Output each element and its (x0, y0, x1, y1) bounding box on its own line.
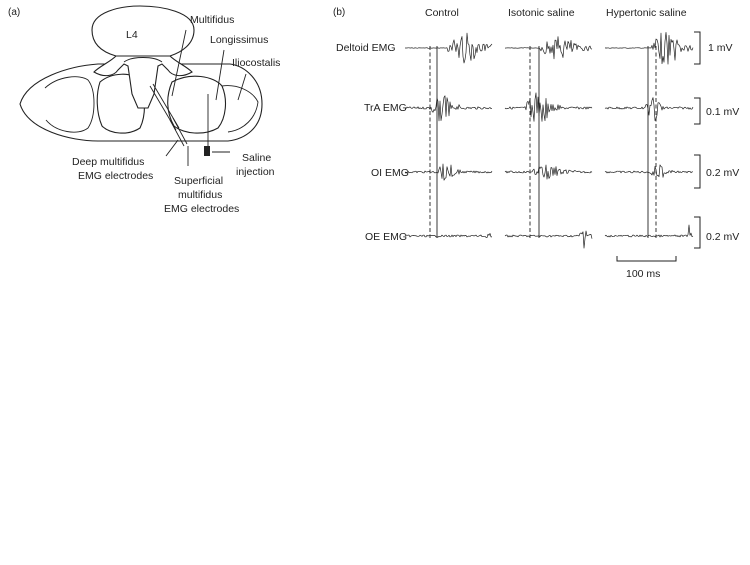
emg-trace-oe-hypertonic (604, 224, 694, 238)
condition-control: Control (425, 7, 459, 19)
onset-markers (429, 46, 657, 238)
emg-trace-oe-control (404, 233, 492, 239)
channel-deltoid: Deltoid EMG (336, 42, 396, 54)
emg-trace-oe-isotonic (504, 230, 593, 249)
iliocostalis-muscle (221, 85, 259, 133)
superficial-label-1: Superficial (174, 175, 223, 187)
superficial-label-3: EMG electrodes (164, 203, 239, 215)
multifidus-leader (171, 29, 187, 97)
time-scale-label: 100 ms (626, 268, 660, 280)
scale-label-oi: 0.2 mV (706, 167, 739, 179)
channel-oi: OI EMG (371, 167, 409, 179)
superficial-electrode-wire-2 (172, 117, 188, 145)
condition-hypertonic: Hypertonic saline (606, 7, 687, 19)
scale-bar-oi (694, 154, 701, 189)
scale-label-oe: 0.2 mV (706, 231, 739, 243)
channel-oe: OE EMG (365, 231, 407, 243)
panel-a: (a) L4 Multifidus Longi (8, 5, 280, 215)
condition-isotonic: Isotonic saline (508, 7, 575, 19)
emg-trace-deltoid-control (405, 32, 493, 64)
longissimus-leader (215, 49, 225, 101)
emg-trace-tra-control (404, 95, 493, 122)
multifidus-label: Multifidus (190, 14, 234, 26)
scale-label-deltoid: 1 mV (708, 42, 733, 54)
panel-a-letter: (a) (8, 7, 20, 18)
l4-vertebral-body (91, 5, 195, 57)
left-muscle-mass (44, 76, 95, 133)
saline-syringe (204, 146, 210, 156)
emg-trace-tra-hypertonic (604, 97, 694, 121)
iliocostalis-label: Iliocostalis (232, 57, 280, 69)
l4-posterior-arch (93, 55, 193, 109)
scale-bar-deltoid (694, 31, 701, 65)
emg-trace-deltoid-isotonic (504, 36, 593, 60)
vertebra-label: L4 (126, 29, 138, 41)
panel-b-letter: (b) (333, 7, 345, 18)
superficial-label-2: multifidus (178, 189, 222, 201)
channel-tra: TrA EMG (364, 102, 407, 114)
emg-trace-oi-hypertonic (604, 164, 694, 178)
spinal-canal (123, 57, 163, 63)
panel-b: (b) Control Isotonic saline Hypertonic s… (333, 7, 739, 280)
time-scale-bar (616, 256, 677, 262)
emg-trace-deltoid-hypertonic (604, 32, 694, 65)
deep-electrodes-label-2: EMG electrodes (78, 170, 153, 182)
saline-label-1: Saline (242, 152, 271, 164)
scale-label-tra: 0.1 mV (706, 106, 739, 118)
iliocostalis-leader (237, 73, 247, 101)
scale-bar-oe (694, 216, 701, 249)
longissimus-muscle (167, 75, 227, 134)
emg-trace-oi-control (404, 163, 493, 181)
saline-label-2: injection (236, 166, 275, 178)
longissimus-label: Longissimus (210, 34, 268, 46)
scale-bar-tra (694, 97, 701, 125)
superficial-electrode-wire (169, 119, 185, 147)
emg-trace-oi-isotonic (504, 164, 593, 180)
emg-trace-tra-isotonic (504, 92, 593, 122)
deep-leader (165, 139, 179, 157)
deep-electrodes-label-1: Deep multifidus (72, 156, 144, 168)
emg-traces (404, 32, 694, 249)
